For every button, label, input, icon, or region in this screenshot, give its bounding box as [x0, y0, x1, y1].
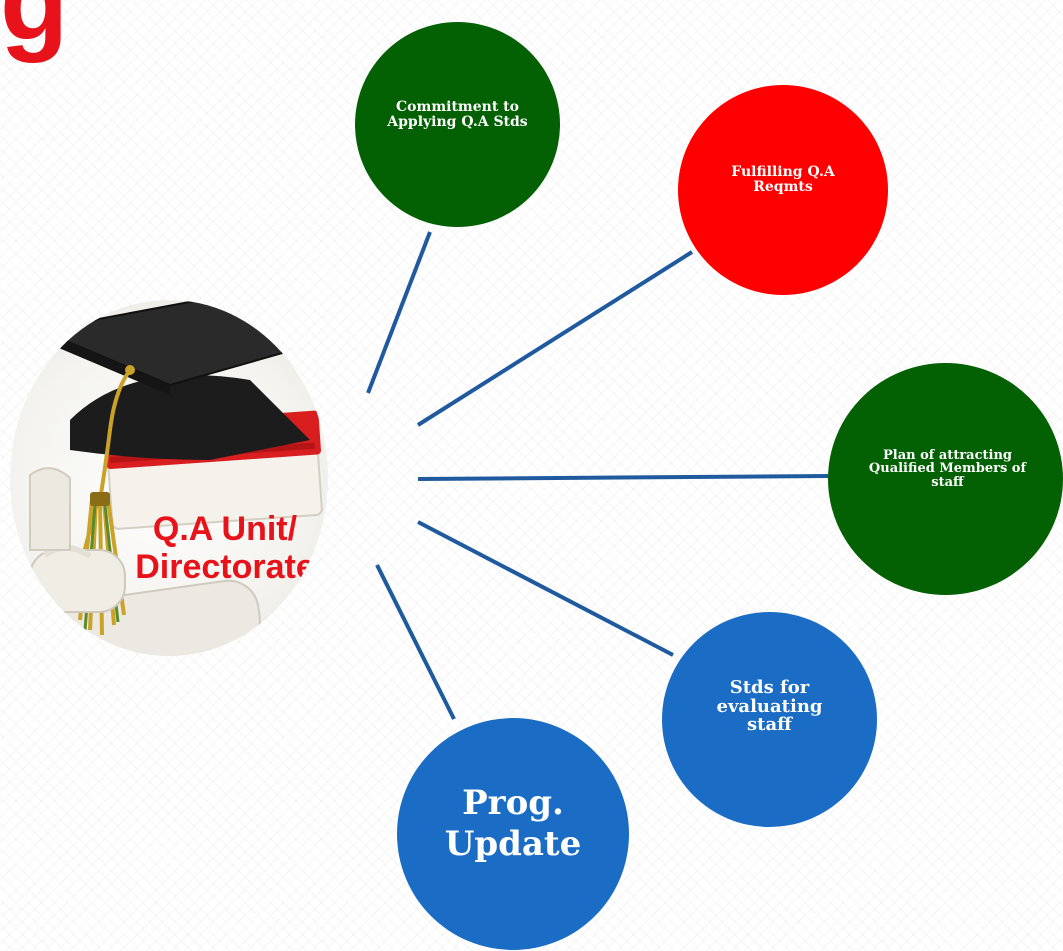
hub-label-line1: Q.A Unit/ — [152, 510, 298, 548]
node-prog-update: Prog. Update — [397, 718, 629, 950]
graduation-cap-books-image — [29, 300, 328, 656]
node-commitment-label: Commitment to Applying Q.A Stds — [387, 98, 528, 130]
node-fulfilling-label: Fulfilling Q.A Reqmts — [731, 164, 835, 195]
node-stds-evaluating-label: Stds for evaluating staff — [716, 676, 823, 736]
node-stds-evaluating: Stds for evaluating staff — [662, 612, 877, 827]
node-fulfilling: Fulfilling Q.A Reqmts — [678, 85, 888, 295]
hub-label: Q.A Unit/ Directorate — [105, 510, 328, 586]
node-commitment: Commitment to Applying Q.A Stds — [355, 22, 560, 227]
node-plan-label: Plan of attracting Qualified Members of … — [868, 447, 1027, 490]
connector-stds-evaluating — [417, 520, 674, 657]
hub-label-line2: Directorate — [135, 548, 315, 587]
connector-commitment — [366, 231, 432, 394]
node-plan: Plan of attracting Qualified Members of … — [828, 363, 1063, 595]
connector-plan — [417, 474, 829, 481]
connector-fulfilling — [416, 250, 694, 427]
slide-title-fragment: g — [0, 0, 68, 63]
node-prog-update-label: Prog. Update — [444, 783, 582, 864]
connector-prog-update — [375, 564, 456, 720]
hub-circle: Q.A Unit/ Directorate — [10, 300, 328, 656]
